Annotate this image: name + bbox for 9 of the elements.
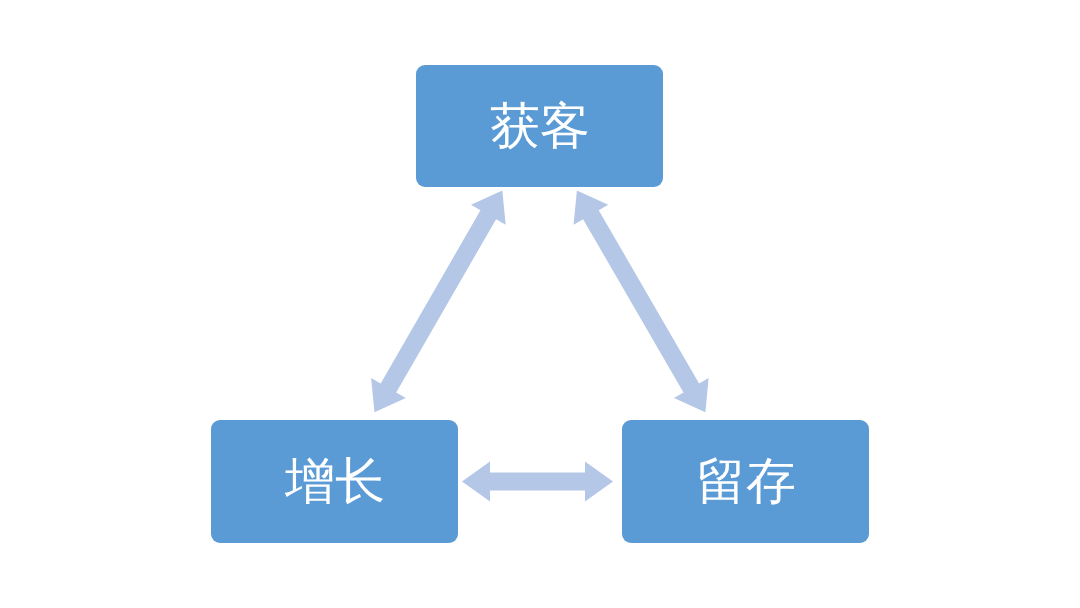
- node-label: 增长: [284, 451, 385, 512]
- process-box: [622, 420, 869, 543]
- process-box: [416, 65, 663, 187]
- process-box: [211, 420, 458, 543]
- node-label: 留存: [695, 451, 796, 512]
- double-arrow: [371, 190, 506, 413]
- double-arrow: [462, 461, 613, 502]
- double-arrow: [573, 190, 709, 413]
- node-label: 获客: [489, 95, 590, 157]
